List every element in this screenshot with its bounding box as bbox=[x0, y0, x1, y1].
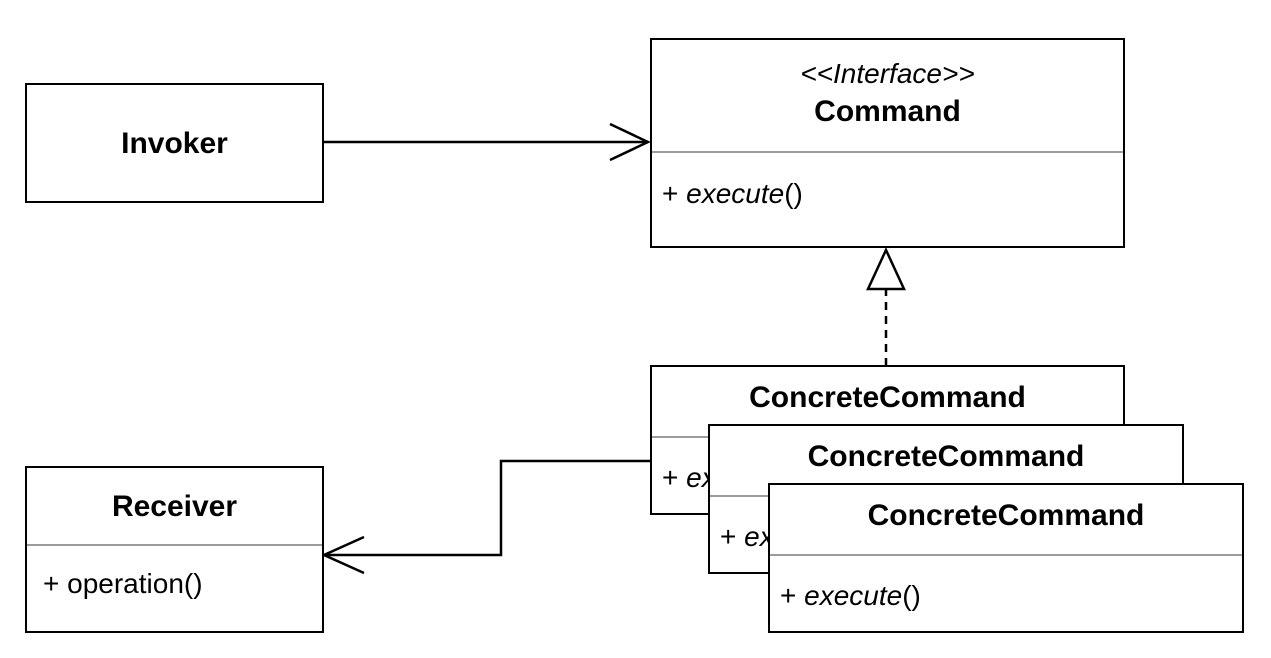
command-method: + execute() bbox=[662, 177, 803, 211]
command-receiver-arrowhead bbox=[320, 535, 365, 575]
invoker-class[interactable]: Invoker bbox=[25, 83, 324, 203]
command-name: Command bbox=[814, 95, 961, 128]
command-interface[interactable]: <<Interface>> Command + execute() bbox=[650, 38, 1125, 248]
receiver-name: Receiver bbox=[111, 490, 238, 523]
concrete-command-divider bbox=[770, 554, 1242, 556]
concrete-command-name: ConcreteCommand bbox=[867, 499, 1145, 532]
concrete-command-name: ConcreteCommand bbox=[749, 381, 1026, 414]
command-receiver-line bbox=[324, 459, 650, 557]
realization-triangle bbox=[866, 247, 906, 291]
invoker-command-arrowhead bbox=[609, 122, 651, 162]
concrete-command-method-visibility: + bbox=[720, 521, 745, 552]
concrete-command-name: ConcreteCommand bbox=[807, 440, 1085, 473]
command-method-name: execute bbox=[686, 178, 785, 209]
concrete-command-method-name: execute bbox=[804, 580, 903, 611]
receiver-method: + operation() bbox=[43, 568, 203, 599]
receiver-divider bbox=[27, 544, 322, 546]
concrete-command-class-3[interactable]: ConcreteCommand + execute() bbox=[768, 483, 1244, 633]
concrete-command-method-visibility: + bbox=[780, 580, 805, 611]
command-method-visibility: + bbox=[662, 178, 687, 209]
concrete-command-method: + execute() bbox=[780, 579, 921, 613]
concrete-command-method-visibility: + bbox=[662, 462, 687, 493]
receiver-class[interactable]: Receiver + operation() bbox=[25, 466, 324, 633]
command-method-params: () bbox=[784, 178, 803, 209]
invoker-name: Invoker bbox=[121, 127, 228, 160]
concrete-command-method-params: () bbox=[902, 580, 921, 611]
command-stereotype: <<Interface>> bbox=[800, 58, 975, 89]
command-divider bbox=[652, 151, 1123, 153]
